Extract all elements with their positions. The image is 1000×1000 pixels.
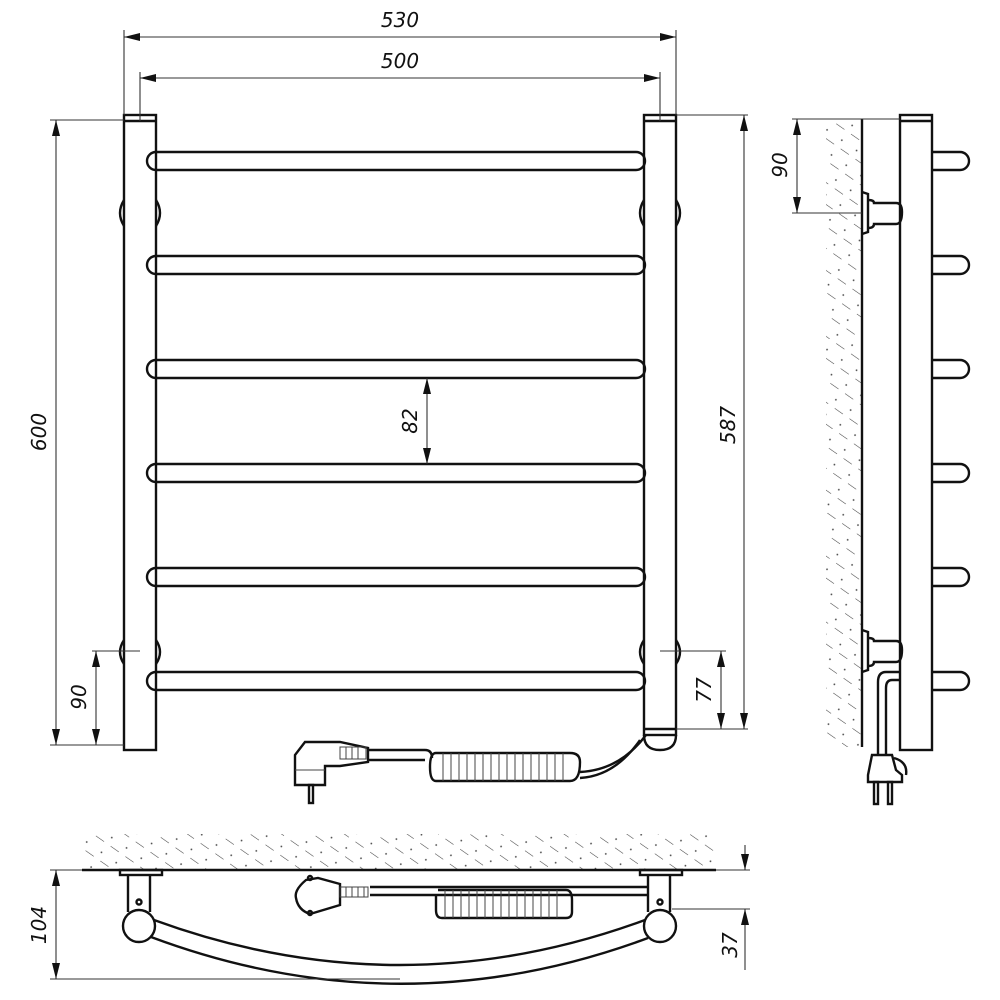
top-view: 104 37 (27, 834, 750, 985)
dimension-depth-to-axis: 37 (672, 845, 750, 970)
dim-label-587: 587 (716, 406, 740, 444)
dimension-overall-height: 600 (27, 119, 124, 746)
front-view: 530 500 600 90 (27, 8, 748, 805)
rung (145, 358, 647, 380)
top-wall-section (82, 834, 716, 872)
dim-label-500: 500 (381, 49, 419, 73)
dim-label-90-left: 90 (67, 684, 91, 709)
rung (145, 462, 647, 484)
power-cord (293, 734, 647, 805)
right-vertical-pipe (642, 113, 678, 752)
top-bracket-right (638, 868, 684, 944)
wall-brackets (118, 199, 682, 665)
rung (145, 566, 647, 588)
top-bracket-left (118, 868, 164, 944)
dim-label-82: 82 (398, 408, 422, 433)
side-vertical-pipe (898, 113, 934, 752)
side-wall-brackets (861, 190, 904, 674)
dimension-center-distance: 500 (139, 49, 661, 121)
dim-label-104: 104 (27, 906, 51, 944)
rung (145, 254, 647, 276)
dim-label-37: 37 (718, 932, 742, 958)
dimension-side-top-mount: 90 (768, 118, 900, 214)
dimension-depth-overall: 104 (27, 869, 400, 980)
coiled-cord (428, 751, 582, 783)
dimension-overall-width: 530 (123, 8, 677, 115)
dimension-bottom-mount-right: 77 (660, 650, 726, 729)
rung (145, 670, 647, 692)
dim-label-77: 77 (692, 677, 716, 703)
dim-label-600: 600 (27, 413, 51, 451)
dim-label-530: 530 (381, 8, 419, 32)
dim-label-90-side: 90 (768, 152, 792, 177)
rungs (145, 150, 647, 692)
left-vertical-pipe (122, 113, 158, 752)
dimension-mount-height: 587 (676, 114, 748, 730)
side-power-cord (866, 670, 908, 806)
side-rung-stubs (932, 150, 971, 692)
side-plug-icon (866, 753, 908, 806)
angled-plug-icon (293, 740, 370, 805)
top-curved-rail (150, 918, 649, 985)
top-plug-icon (294, 874, 369, 917)
dimension-bottom-mount-left: 90 (67, 650, 140, 745)
top-power-cord (294, 874, 648, 920)
dimension-rung-pitch: 82 (398, 378, 431, 464)
side-view: 90 (768, 113, 971, 806)
rung (145, 150, 647, 172)
wall-section (826, 119, 864, 747)
